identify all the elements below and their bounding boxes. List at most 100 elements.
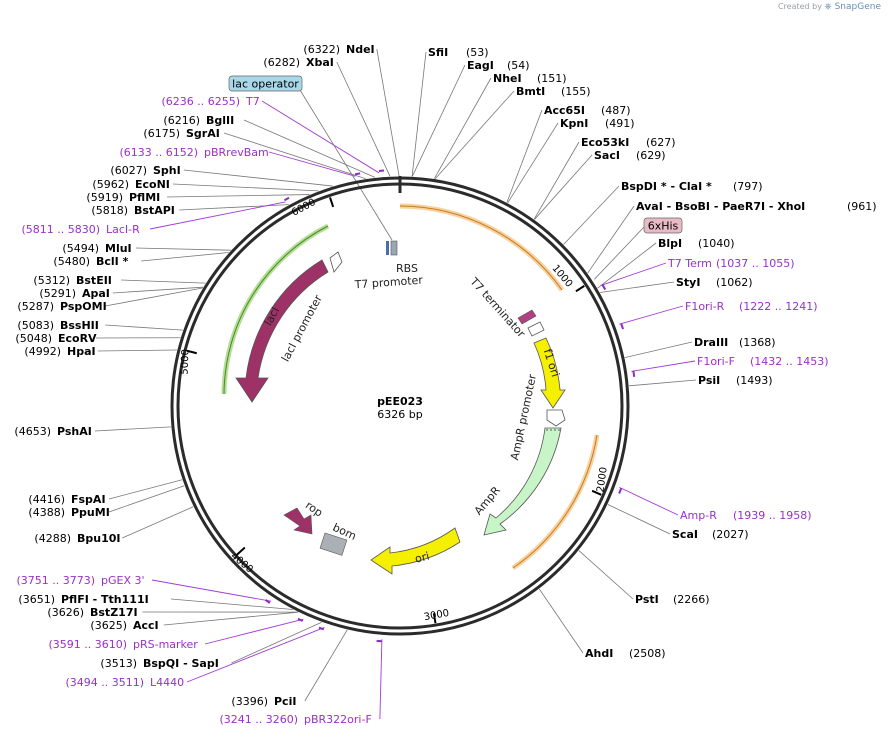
his-tag-box	[643, 217, 683, 234]
site-bspqi-sapi: BspQI - SapI	[143, 657, 219, 670]
green-arc-left-line	[223, 225, 329, 395]
primer-mark	[265, 599, 271, 604]
site-pos: (5919)	[86, 191, 123, 204]
leader-line	[172, 183, 319, 192]
primer-f1ori-r: F1ori-R	[685, 300, 725, 313]
site-apai: ApaI	[82, 287, 110, 300]
leader-line	[597, 242, 657, 289]
site-psii: PsiI	[698, 374, 720, 387]
site-pos: (1368)	[739, 336, 776, 349]
site-pos: (797)	[733, 180, 763, 193]
leader-line	[434, 77, 492, 179]
created-by-text: Created by	[777, 2, 822, 11]
site-blpi: BlpI	[658, 237, 682, 250]
site-acc65i: Acc65I	[544, 104, 585, 117]
leader-line	[533, 141, 580, 220]
leader-line	[135, 247, 231, 251]
site-pos: (5048)	[15, 332, 52, 345]
site-sfii: SfiI	[428, 46, 448, 59]
site-pos: (4388)	[28, 506, 65, 519]
primer-mark	[354, 172, 361, 176]
leader-line	[619, 486, 679, 516]
site-styi: StyI	[676, 276, 700, 289]
site-pos: (3513)	[100, 657, 137, 670]
snapgene-branding: Created by ⎈ SnapGene	[778, 2, 881, 12]
orange-arc-bottom-line	[512, 434, 598, 569]
primer-pos: (3241 .. 3260)	[219, 713, 298, 726]
tick-mark	[186, 349, 197, 355]
site-fspai: FspAI	[71, 493, 106, 506]
leader-line	[204, 618, 304, 645]
site-ppumi: PpuMI	[71, 506, 110, 519]
leader-line	[108, 485, 185, 513]
primer-mark	[620, 323, 625, 330]
t7-terminator-mark	[517, 309, 537, 325]
leader-line	[268, 151, 356, 177]
site-pos: (6282)	[263, 56, 300, 69]
primer-mark	[601, 283, 607, 291]
tick-mark	[329, 197, 335, 208]
plasmid-name: pEE023	[377, 395, 423, 408]
lac-operator-box	[228, 75, 303, 92]
primer-mark	[297, 617, 304, 622]
primer-pbr322ori-f: pBR322ori-F	[304, 713, 372, 726]
primer-pos: (1432 .. 1453)	[750, 355, 829, 368]
rop-arrow	[283, 507, 313, 535]
site-pos: (491)	[605, 117, 635, 130]
leader-line	[122, 506, 194, 539]
orange-arc-top	[399, 203, 565, 292]
site-pos: (3626)	[47, 606, 84, 619]
tick-label: 2000	[595, 466, 609, 493]
site-pos: (1493)	[736, 374, 773, 387]
site-pos: (1062)	[716, 276, 753, 289]
site-draiii: DraIII	[694, 336, 728, 349]
primer-l4440: L4440	[150, 676, 184, 689]
leader-line	[179, 204, 289, 211]
leader-line	[108, 479, 183, 500]
ori-label: ori	[414, 550, 431, 566]
primer-pos: (5811 .. 5830)	[21, 223, 100, 236]
leader-line	[563, 185, 620, 245]
leader-line	[141, 252, 229, 262]
leader-line	[183, 169, 333, 187]
site-pos: (5287)	[17, 300, 54, 313]
laci-promoter-arrow	[329, 251, 343, 273]
primer-pos: (1037 .. 1055)	[716, 257, 795, 270]
leader-line	[299, 89, 393, 241]
primer-mark	[618, 487, 623, 494]
site-avai-bsobi-paer7i-xhoi: AvaI - BsoBI - PaeR7I - XhoI	[636, 200, 805, 213]
site-acci: AccI	[133, 619, 159, 632]
leader-line	[594, 226, 645, 280]
primer-pos: (3751 .. 3773)	[16, 574, 95, 587]
ori-arrow	[370, 527, 461, 575]
leader-line	[105, 287, 203, 307]
leader-line	[112, 286, 204, 294]
primer-pos: (1939 .. 1958)	[733, 509, 812, 522]
primer-mark	[283, 196, 290, 202]
t7-terminator-arrow	[527, 321, 545, 337]
site-pos: (2508)	[629, 647, 666, 660]
site-pos: (5962)	[92, 178, 129, 191]
leader-line	[166, 194, 310, 198]
primer-mark	[632, 370, 636, 378]
ampr-arrow	[483, 427, 562, 536]
site-xbai: XbaI	[306, 56, 334, 69]
t7-promoter-label: T7 promoter	[353, 274, 423, 292]
site-bcli-: BclI *	[96, 255, 129, 268]
site-pflmi: PflMI	[129, 191, 160, 204]
site-pspomi: PspOMI	[60, 300, 107, 313]
site-bstz17i: BstZ17I	[90, 606, 138, 619]
leader-line	[336, 61, 391, 177]
tick-mark	[591, 489, 602, 496]
site-pos: (961)	[847, 200, 877, 213]
leader-line	[170, 598, 293, 610]
leader-line	[538, 588, 584, 654]
site-bmti: BmtI	[516, 85, 545, 98]
primer-pbrrevbam: pBRrevBam	[204, 146, 269, 159]
leader-line	[607, 504, 671, 535]
site-kpni: KpnI	[560, 117, 588, 130]
ampr-promoter-label: AmpR promoter	[508, 373, 539, 462]
leader-line	[629, 379, 697, 387]
